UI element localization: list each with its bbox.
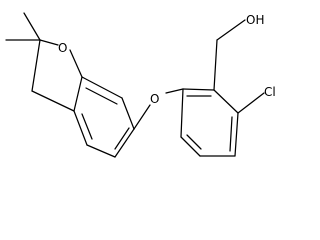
bond-c2prime-c3prime — [213, 89, 239, 114]
bond-group — [5, 12, 265, 158]
bond-c7-c7a — [81, 76, 123, 99]
chemical-structure-diagram: O O Cl OH — [0, 0, 308, 169]
bond-c5prime-c6prime — [180, 136, 201, 157]
bond-methyl-a — [23, 12, 41, 41]
bond-c5prime-c6prime-inner — [186, 134, 202, 150]
bond-c4-c4-inner — [81, 113, 93, 140]
bond-c3prime-c4prime-inner — [229, 116, 233, 152]
bond-c3a-c4 — [73, 110, 88, 146]
bond-c5-c6 — [114, 128, 135, 158]
bond-c6-c7 — [121, 97, 135, 130]
bond-c2-o1 — [39, 39, 59, 46]
bond-o1-c7a — [69, 49, 83, 78]
ether-oxygen-label: O — [150, 92, 159, 106]
bond-c3prime-c4prime — [234, 112, 239, 157]
bond-c2prime-ch2 — [213, 39, 218, 91]
bond-c3a-c7a — [73, 76, 83, 112]
bond-ch2-oh — [216, 19, 246, 41]
bond-ether-o-c1prime — [165, 88, 184, 94]
hydroxyl-label: OH — [246, 13, 264, 27]
bond-c3-c3a — [31, 90, 75, 112]
chlorine-label: Cl — [264, 85, 276, 99]
bond-c7-c7a-inner — [85, 87, 118, 105]
ring-oxygen-label: O — [58, 41, 67, 55]
bond-c6prime-c1prime — [180, 88, 184, 138]
bond-c2-c3 — [31, 39, 41, 92]
canvas-background — [0, 0, 308, 169]
bond-c1prime-c2prime — [182, 88, 215, 91]
bond-c7-ether-o — [133, 104, 151, 130]
bond-c3prime-cl — [237, 92, 265, 114]
bond-c5-c6-inner — [114, 127, 130, 150]
bond-c4-c5 — [86, 144, 116, 158]
atom-label-group: O O Cl OH — [58, 13, 276, 106]
